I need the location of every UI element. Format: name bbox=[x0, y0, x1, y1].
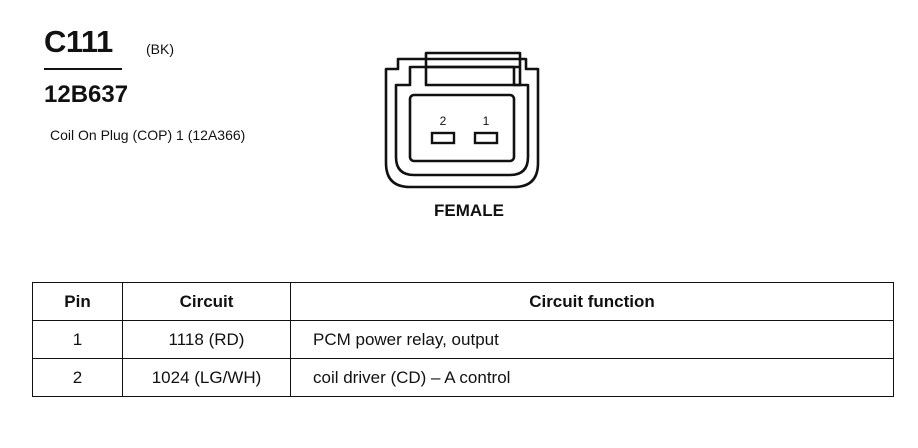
wire-color-code: (BK) bbox=[146, 41, 174, 57]
cell-pin: 2 bbox=[32, 358, 123, 397]
pin-table: Pin Circuit Circuit function 1 1118 (RD)… bbox=[32, 282, 894, 397]
header-circuit-function: Circuit function bbox=[290, 282, 894, 321]
connector-description: Coil On Plug (COP) 1 (12A366) bbox=[50, 127, 246, 143]
pin-2-label: 2 bbox=[440, 114, 447, 128]
connector-id: C111 bbox=[44, 24, 113, 59]
pin-1-slot bbox=[473, 131, 499, 145]
terminal-cavity bbox=[408, 93, 516, 163]
cell-circuit: 1118 (RD) bbox=[122, 320, 291, 359]
connector-face-diagram: 2 1 bbox=[384, 51, 540, 189]
connector-id-underline bbox=[44, 68, 122, 70]
header-circuit: Circuit bbox=[122, 282, 291, 321]
cell-circuit-function: PCM power relay, output bbox=[290, 320, 894, 359]
connector-inner-shell bbox=[394, 65, 530, 177]
pin-2-slot bbox=[430, 131, 456, 145]
connector-outer-shell bbox=[384, 57, 540, 189]
part-number: 12B637 bbox=[44, 81, 129, 108]
cell-circuit-function: coil driver (CD) – A control bbox=[290, 358, 894, 397]
cell-pin: 1 bbox=[32, 320, 123, 359]
table-row: 2 1024 (LG/WH) coil driver (CD) – A cont… bbox=[32, 358, 894, 397]
table-header-row: Pin Circuit Circuit function bbox=[32, 282, 894, 321]
cell-circuit: 1024 (LG/WH) bbox=[122, 358, 291, 397]
pin-1-label: 1 bbox=[483, 114, 490, 128]
header-pin: Pin bbox=[32, 282, 123, 321]
table-row: 1 1118 (RD) PCM power relay, output bbox=[32, 320, 894, 359]
connector-gender-label: FEMALE bbox=[434, 201, 504, 220]
locking-tab bbox=[424, 51, 522, 87]
